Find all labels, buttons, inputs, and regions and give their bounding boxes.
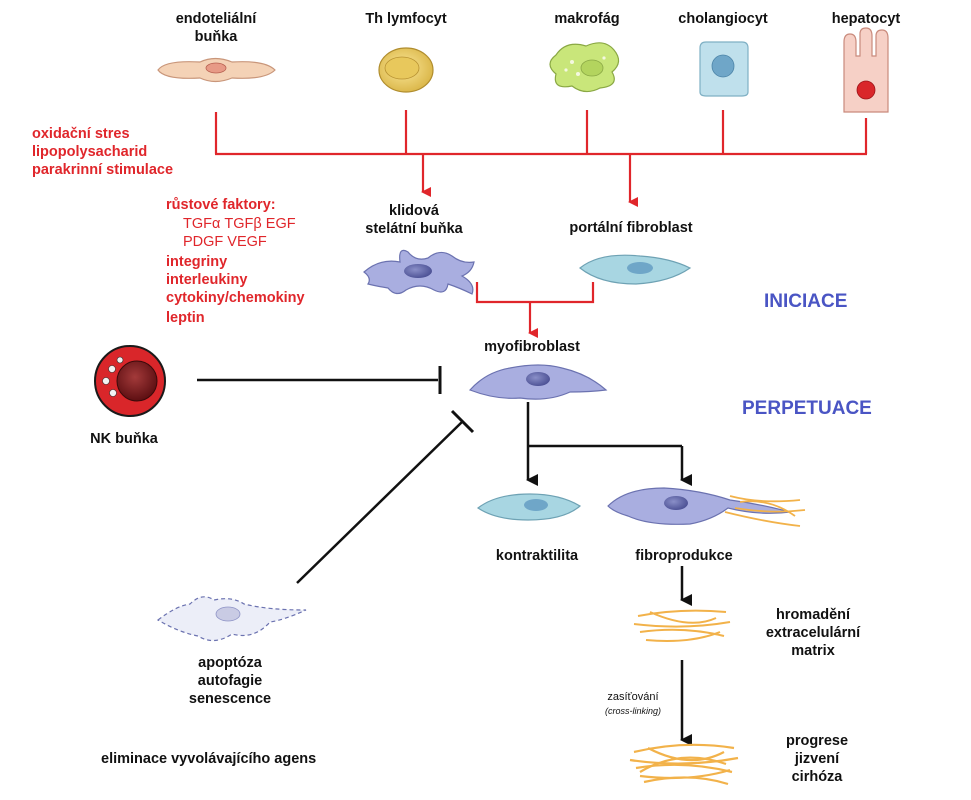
- label-ecm: hromadění extracelulární matrix: [766, 606, 860, 660]
- fibroproducing-cell-icon: [607, 487, 806, 527]
- outcome-line-2: jizvení: [794, 751, 840, 767]
- label-cell-fate: apoptóza autofagie senescence: [189, 654, 271, 708]
- factor-interleukins: interleukiny: [166, 272, 248, 288]
- phase-perpetuation: PERPETUACE: [742, 398, 872, 419]
- crosslink-sub: (cross-linking): [604, 706, 662, 716]
- endothelial-cell-icon: [157, 57, 276, 83]
- factor-growth-line-2: PDGF VEGF: [183, 234, 267, 250]
- stellate-line-2: stelátní buňka: [365, 221, 463, 237]
- fate-apoptosis: apoptóza: [198, 655, 262, 671]
- contractile-cell-icon: [476, 493, 582, 521]
- stellate-line-1: klidová: [389, 203, 439, 219]
- outcome-line-1: progrese: [785, 733, 849, 749]
- crosslink-label: zasíťování: [607, 691, 659, 703]
- phase-initiation: INICIACE: [764, 291, 848, 312]
- factor-others: integriny interleukiny cytokiny/chemokin…: [166, 253, 305, 327]
- cholangiocyte-line: cholangiocyt: [678, 11, 768, 27]
- stellate-cell-icon: [363, 249, 475, 295]
- label-th-lymphocyte: Th lymfocyt: [365, 10, 446, 28]
- stimulus-paracrine: parakrinní stimulace: [32, 162, 174, 178]
- label-hepatocyte: hepatocyt: [832, 10, 901, 28]
- outcome-line-3: cirhóza: [791, 769, 843, 785]
- th-lymphocyte-line: Th lymfocyt: [365, 11, 447, 27]
- apoptosis-inhibition-line: [296, 420, 464, 584]
- label-portal-fibroblast: portální fibroblast: [569, 220, 693, 236]
- factor-cytokines: cytokiny/chemokiny: [166, 290, 305, 306]
- label-cholangiocyte: cholangiocyt: [678, 10, 767, 28]
- hepatocyte-line: hepatocyt: [831, 11, 901, 27]
- stimuli-list: oxidační stres lipopolysacharid parakrin…: [32, 125, 173, 179]
- portal-fibroblast-icon: [579, 254, 692, 285]
- ecm-line-2: extracelulární: [765, 625, 861, 641]
- ecm-fibers-icon: [633, 609, 731, 642]
- endothelial-line-1: endoteliální: [175, 11, 257, 27]
- label-crosslinking: zasíťování (cross-linking): [605, 690, 661, 718]
- fate-autophagy: autofagie: [197, 673, 263, 689]
- factor-leptin: leptin: [166, 310, 205, 326]
- ecm-line-3: matrix: [791, 643, 835, 659]
- label-outcome: progrese jizvení cirhóza: [786, 732, 848, 786]
- th-lymphocyte-icon: [378, 47, 434, 93]
- label-stellate-cell: klidová stelátní buňka: [365, 202, 463, 238]
- ecm-line-1: hromadění: [775, 607, 851, 623]
- factor-integrins: integriny: [166, 254, 228, 270]
- label-nk-cell: NK buňka: [90, 431, 158, 447]
- label-contractility: kontraktilita: [495, 548, 579, 564]
- cholangiocyte-icon: [699, 41, 749, 97]
- apoptotic-cell-icon: [156, 596, 307, 642]
- merge-to-myofibroblast: [475, 282, 595, 304]
- myofibroblast-icon: [468, 364, 608, 400]
- label-myofibroblast: myofibroblast: [484, 339, 580, 355]
- crosslinked-fibers-icon: [629, 743, 739, 786]
- endothelial-line-2: buňka: [194, 29, 238, 45]
- macrophage-line: makrofág: [554, 11, 620, 27]
- label-elimination: eliminace vyvolávajícího agens: [101, 751, 317, 767]
- apoptosis-inhibition-bar: [450, 409, 475, 434]
- stimulus-oxidative-stress: oxidační stres: [32, 126, 130, 142]
- stimulus-lps: lipopolysacharid: [32, 144, 148, 160]
- label-macrophage: makrofág: [554, 10, 619, 28]
- macrophage-icon: [549, 42, 620, 93]
- label-fibroproduction: fibroprodukce: [635, 548, 733, 564]
- myofibroblast-output-lines: [526, 402, 682, 448]
- hepatocyte-icon: [843, 27, 889, 113]
- label-endothelial-cell: endoteliální buňka: [176, 10, 257, 46]
- fate-senescence: senescence: [188, 691, 272, 707]
- initiation-connector-tree: [214, 110, 868, 156]
- factor-heading: růstové faktory:: [166, 197, 276, 213]
- factor-growth-line-1: TGFα TGFβ EGF: [183, 216, 296, 232]
- nk-cell-icon: [94, 345, 166, 417]
